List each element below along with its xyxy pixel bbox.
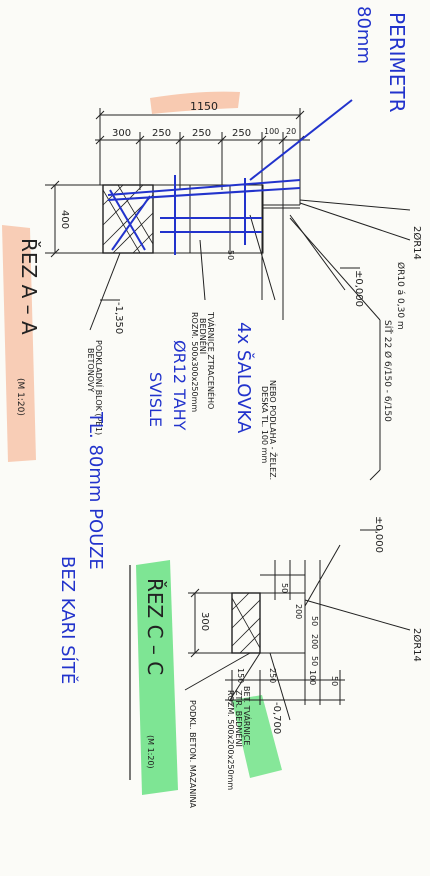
- dim-cc-w3: 50: [310, 656, 319, 666]
- dim-cc-w5: 100: [308, 670, 317, 685]
- salovka-label: 4x ŠALOVKA: [233, 322, 255, 434]
- section-aa-scale: (M 1:20): [15, 378, 25, 416]
- rebar-blue-line2: SVISLE: [146, 372, 165, 427]
- rebar-aa-longitudinal: 2ØR14: [411, 226, 423, 260]
- rebar-blue-line1: ØR12 TAHY: [170, 340, 189, 431]
- green-highlight-cc: [136, 560, 178, 795]
- rebar-aa-mesh: SÍŤ 22 Ø 6/150 - 6/150: [382, 320, 394, 422]
- section-cc-group: [184, 529, 411, 721]
- dim-aa-height: 400: [59, 210, 70, 229]
- dim-cc-top2: 200: [294, 604, 303, 619]
- note-blue-line1: TL. 80mm POUZE: [85, 411, 106, 570]
- section-cc-scale: (M 1:20): [146, 735, 155, 769]
- orange-highlight-left: [2, 225, 36, 462]
- deska-line1: NEBO PODLAHA - ŽELEZ.: [268, 380, 279, 480]
- level-zero-aa: ±0,000: [353, 270, 364, 307]
- cc-tvarnice-line2: ZTR. BEDNĚNÍ: [234, 690, 245, 747]
- cc-mazanina: PODKL. BETON. MAZANINA: [188, 700, 197, 809]
- dim-total: 1150: [190, 100, 218, 113]
- rebar-aa-stirrup: ØR10 á 0,30 m: [395, 262, 406, 330]
- podkladni-line2: BETONOVÝ: [86, 348, 97, 392]
- note-blue-line2: BEZ KARI SÍTĚ: [57, 556, 79, 684]
- dim-cc-w2: 200: [310, 634, 319, 649]
- level-minus-cc: -0,700: [271, 702, 282, 734]
- cc-tvarnice-line3: ROZM. 500x200x250mm: [226, 690, 235, 790]
- dim-aa-small1: 50: [226, 250, 235, 260]
- level-zero-cc: ±0,000: [373, 516, 384, 553]
- dim-d1: 300: [112, 128, 131, 139]
- tvarnice-aa-line2: BEDNĚNÍ: [198, 318, 209, 355]
- level-minus-aa: -1,350: [113, 302, 124, 334]
- dim-d3: 250: [192, 128, 211, 139]
- dim-d6: 20: [286, 127, 296, 136]
- cc-tvarnice-line1: BET. TVÁRNICE: [242, 686, 253, 745]
- section-cc-title: ŘEZ C – C: [143, 578, 167, 675]
- section-aa-title: ŘEZ A – A: [17, 238, 41, 335]
- dim-cc-w4: 250: [268, 668, 277, 683]
- dim-cc-top1: 50: [280, 583, 289, 593]
- dim-d5: 100: [264, 127, 279, 136]
- podkladni-line1: PODKLADNÍ BLOK (PB1): [94, 340, 105, 435]
- tvarnice-aa-line3: ROZM. 500x300x250mm: [190, 312, 199, 412]
- dim-cc-w1: 50: [310, 616, 319, 626]
- perimetr-size: 80mm: [353, 6, 374, 64]
- blue-rebar-aa: [107, 99, 353, 255]
- perimetr-label: PERIMETR: [385, 12, 409, 113]
- deska-line2: DESKA TL. 100 mm: [260, 386, 269, 463]
- dim-cc-w6: 150: [236, 668, 245, 683]
- dim-cc-w7: 50: [330, 676, 339, 686]
- orange-highlight-top: [150, 91, 240, 114]
- tvarnice-aa-line1: TVÁRNICE ZTRACENÉHO: [206, 311, 217, 409]
- dim-d4: 250: [232, 128, 251, 139]
- rebar-cc-longitudinal: 2ØR14: [411, 628, 423, 662]
- dim-d2: 250: [152, 128, 171, 139]
- dim-cc-height: 300: [199, 612, 210, 631]
- green-highlight-level: [232, 695, 282, 778]
